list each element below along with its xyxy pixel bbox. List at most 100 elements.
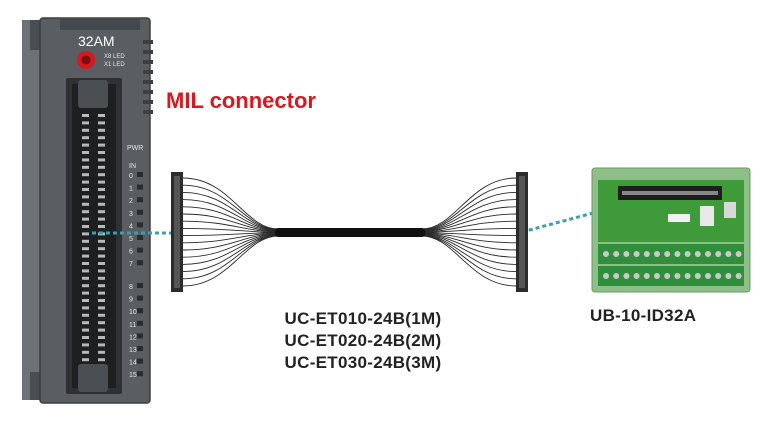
channel-led [137,308,143,314]
screw-terminal [674,251,681,257]
screw-terminal [694,273,701,279]
screw-terminal [735,273,742,279]
cable-wire [182,232,279,244]
cable-wire [421,234,517,265]
screw-terminal-rows [598,244,744,286]
cable-wire [421,191,517,231]
channel-led [137,260,143,266]
cable-wire [182,235,279,280]
screw-terminal [623,251,630,257]
led-label-x1: X1 LED [104,62,125,68]
screw-terminal [633,251,640,257]
channel-led [137,320,143,326]
channel-led [137,346,143,351]
cable-model-3m: UC-ET030-24B(3M) [284,353,442,372]
cable-wire [182,233,279,258]
screw-terminal [725,251,732,257]
in-label: IN [129,163,136,170]
pwr-label: PWR [127,145,143,152]
channel-number: 15 [129,372,137,379]
screw-terminal [715,251,722,257]
screw-terminal [643,251,650,257]
screw-terminal [705,273,711,279]
cable-wire [182,184,279,230]
channel-led [137,333,143,339]
screw-terminal [725,273,732,279]
cable-wire [182,235,279,287]
screw-terminal [654,251,660,257]
channel-led [137,247,143,253]
cable-wire [421,235,517,280]
channel-led [137,222,143,228]
channel-number: 14 [129,360,137,367]
terminal-board [591,167,751,293]
cable-wire [421,234,517,273]
cable-wire [421,184,517,230]
channel-led [137,172,143,177]
cable-wire [182,233,279,251]
channel-number: 9 [129,297,133,304]
screw-terminal [694,251,701,257]
cable-wire [421,232,517,244]
screw-terminal [705,251,711,257]
screw-terminal [654,273,660,279]
screw-terminal [613,251,620,257]
screw-terminal [633,273,640,279]
screw-terminal [623,273,630,279]
cable-wire [421,232,517,237]
channel-number: 11 [129,322,136,329]
screw-terminal [603,273,609,279]
screw-terminal [664,251,671,257]
screw-terminal [684,273,691,279]
channel-led [137,358,143,364]
channel-number: 3 [129,211,133,218]
cable-trunk [275,228,425,237]
channel-number: 13 [129,347,137,354]
cable-model-2m: UC-ET020-24B(2M) [284,331,442,350]
channel-led [137,235,143,240]
cable-wire [421,199,517,231]
channel-led [137,295,143,301]
cable-wire [421,233,517,251]
screw-terminal [715,273,722,279]
cable [171,172,528,292]
channel-number: 2 [129,198,133,205]
cable-wire [182,213,279,232]
channel-led [137,184,143,190]
screw-terminal [603,251,609,257]
cable-fan-left [182,177,279,287]
channel-led [137,371,143,377]
led-label-x8: X8 LED [104,54,125,60]
channel-led [137,283,143,288]
cable-wire [182,234,279,265]
screw-terminal [613,273,620,279]
screw-terminal [735,251,742,257]
cable-wire [421,206,517,232]
cable-wire [421,233,517,258]
channel-number: 7 [129,261,133,268]
screw-terminal [643,273,650,279]
terminal-board-model-label: UB-10-ID32A [590,306,697,325]
cable-wire [182,220,279,233]
module-model-label: 32AM [78,33,115,49]
cable-wire [421,235,517,287]
cable-wire [182,177,279,230]
channel-number: 6 [129,249,133,256]
screw-terminal [684,251,691,257]
cable-wire [182,232,279,237]
cable-wire [421,177,517,230]
cable-model-1m: UC-ET010-24B(1M) [284,309,442,328]
channel-number: 10 [129,309,137,316]
channel-number: 12 [129,334,137,341]
channel-number: 8 [129,284,133,291]
channel-number: 5 [129,236,133,243]
cable-wire [182,199,279,231]
screw-terminal [674,273,681,279]
cable-model-list: UC-ET010-24B(1M) UC-ET020-24B(2M) UC-ET0… [258,308,468,374]
channel-led [137,197,143,203]
channel-number: 1 [129,186,133,193]
mil-connector-label: MIL connector [166,88,316,113]
